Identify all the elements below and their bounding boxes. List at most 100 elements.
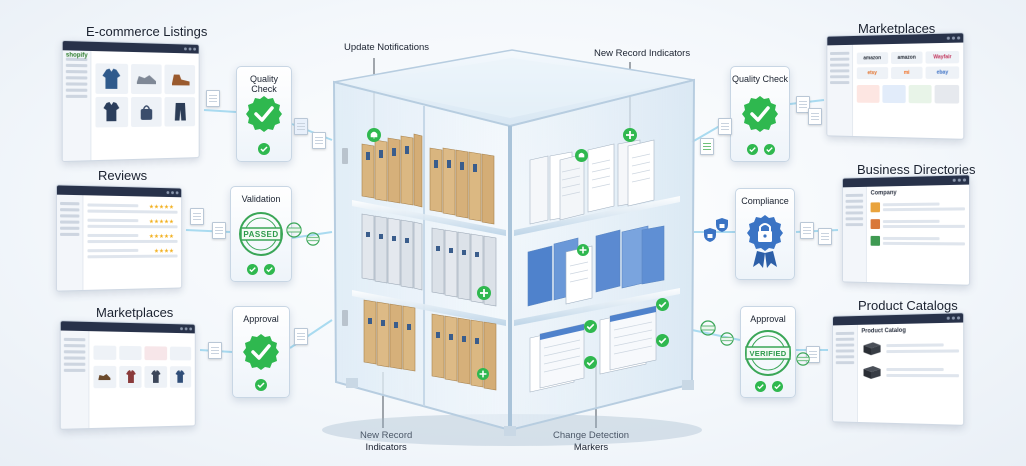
label-update-notifications: Update Notifications	[344, 42, 430, 53]
product-boot-tile	[164, 64, 196, 95]
check-badge-icon	[742, 96, 778, 132]
mini-shield-icon	[716, 218, 728, 232]
label-new-record-indicators-top: New Record Indicators	[594, 48, 691, 59]
new-record-indicator-icon	[623, 128, 637, 142]
small-check-icon	[258, 143, 270, 155]
app-icon-tile	[934, 84, 960, 104]
label-product-catalogs: Product Catalogs	[858, 298, 958, 313]
ecommerce-listings-window: shopify	[61, 39, 200, 163]
window-sidebar	[842, 186, 867, 283]
catalog-item	[861, 339, 960, 356]
app-icon-tile	[856, 85, 880, 103]
floating-document-icon	[294, 118, 308, 135]
brand-logo-tile: ebay	[925, 66, 960, 79]
brand-logo-tile: Wayfair	[925, 50, 960, 64]
validation-card: Validation PASSED	[230, 186, 292, 282]
product-tile	[119, 365, 142, 389]
floating-document-icon	[700, 138, 714, 155]
mini-stamp-icon	[700, 320, 716, 336]
app-icon-tile	[908, 84, 932, 104]
lock-badge-icon	[747, 215, 783, 268]
brand-logo-tile: amazon	[856, 52, 888, 65]
window-sidebar	[833, 324, 858, 422]
card-title: Validation	[241, 194, 281, 204]
product-tile	[144, 366, 167, 388]
bell-indicator-icon	[575, 149, 588, 162]
verified-stamp-text: VERIFIED	[749, 349, 787, 358]
quality-check-card-right: Quality Check	[730, 66, 790, 162]
small-check-icon	[772, 381, 783, 392]
floating-document-icon	[294, 328, 308, 345]
floating-document-icon	[312, 132, 326, 149]
small-check-icon	[264, 264, 275, 275]
brand-logo-tile: amazon	[890, 51, 923, 65]
business-directories-window: Company	[841, 174, 971, 286]
directory-title: Company	[870, 190, 897, 197]
change-detection-check-icon	[584, 356, 597, 369]
label-ecommerce-listings: E-commerce Listings	[86, 24, 208, 39]
product-tile	[169, 366, 192, 388]
check-badge-icon	[246, 96, 282, 132]
small-check-icon	[247, 264, 258, 275]
app-icon-tile	[882, 84, 906, 104]
product-sneaker-tile	[130, 63, 163, 95]
product-tile	[93, 365, 117, 389]
mini-stamp-icon	[306, 232, 320, 246]
marketplaces-left-window	[59, 320, 196, 430]
passed-stamp-icon	[239, 212, 283, 256]
folder-group-top	[361, 133, 495, 225]
card-title: Compliance	[741, 196, 789, 206]
catalog-title: Product Catalog	[861, 327, 906, 335]
card-title: Quality Check	[731, 74, 789, 84]
card-title: Quality Check	[249, 74, 278, 94]
quality-check-card-left: Quality Check	[236, 66, 292, 162]
window-sidebar	[827, 44, 854, 136]
floating-document-icon	[212, 222, 226, 239]
label-reviews: Reviews	[98, 168, 148, 183]
directory-entry	[870, 219, 965, 230]
new-record-indicator-icon	[477, 286, 491, 300]
marketplaces-right-window: amazon amazon Wayfair etsy mi ebay	[826, 32, 965, 140]
approval-card-left: Approval	[232, 306, 290, 398]
passed-stamp-text: PASSED	[243, 230, 279, 239]
product-shirt-tile	[95, 96, 128, 128]
change-detection-check-icon	[584, 320, 597, 333]
catalog-item	[861, 364, 960, 381]
product-bag-tile	[130, 96, 163, 128]
new-record-indicator-icon	[477, 368, 489, 380]
mini-stamp-icon	[720, 332, 734, 346]
verified-stamp-icon	[745, 330, 791, 376]
floating-document-icon	[796, 96, 810, 113]
floating-document-icon	[808, 108, 822, 125]
floating-document-icon	[206, 90, 220, 107]
product-catalogs-window: Product Catalog	[832, 312, 965, 426]
new-record-indicator-icon	[577, 244, 589, 256]
label-change-detection-markers: Change Detection Markers	[553, 430, 630, 453]
floating-document-icon	[800, 222, 814, 239]
small-check-icon	[747, 144, 758, 155]
card-title: Approval	[750, 314, 786, 324]
brand-logo-tile: etsy	[856, 67, 888, 80]
mini-shield-icon	[704, 228, 716, 242]
product-pants-tile	[164, 97, 196, 127]
floating-document-icon	[818, 228, 832, 245]
floating-document-icon	[190, 208, 204, 225]
small-check-icon	[755, 381, 766, 392]
approval-card-right: Approval VERIFIED	[740, 306, 796, 398]
label-business-directories: Business Directories	[857, 162, 976, 177]
label-new-record-indicators-bottom: New Record Indicators	[360, 430, 413, 453]
small-check-icon	[255, 379, 267, 391]
directory-entry	[870, 201, 965, 213]
check-badge-icon	[243, 334, 279, 370]
floating-document-icon	[718, 118, 732, 135]
directory-entry	[870, 235, 965, 248]
small-check-icon	[764, 144, 775, 155]
brand-logo-tile: mi	[890, 66, 923, 80]
floating-document-icon	[208, 342, 222, 359]
card-title: Approval	[243, 314, 279, 324]
bell-indicator-icon	[367, 128, 381, 142]
compliance-card: Compliance	[735, 188, 795, 280]
label-marketplaces-left: Marketplaces	[96, 305, 174, 320]
product-jacket-tile	[95, 63, 128, 94]
